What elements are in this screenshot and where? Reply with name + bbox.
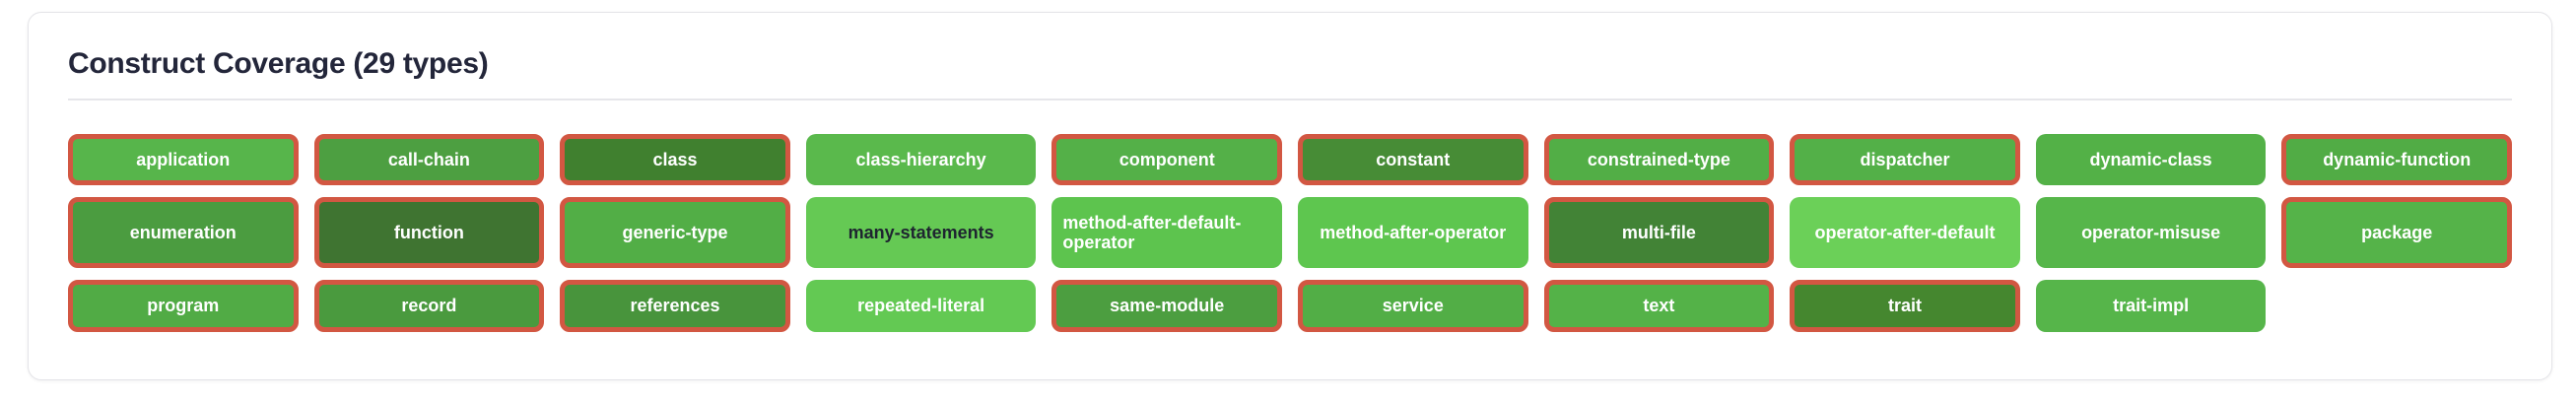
construct-chip-label: constrained-type (1587, 150, 1730, 169)
construct-chip-label: class-hierarchy (855, 150, 986, 169)
chip-operator-after-default: operator-after-default (1790, 197, 2020, 269)
chip-many-statements: many-statements (805, 197, 1037, 269)
chip-dynamic-class: dynamic-class (2035, 134, 2267, 186)
chip-references: references (560, 280, 790, 332)
construct-chip-label: text (1643, 296, 1675, 316)
construct-chip-label: class (652, 150, 698, 169)
construct-chip-label: many-statements (847, 223, 994, 243)
chip-function: function (313, 197, 545, 269)
construct-chip-label: repeated-literal (857, 296, 985, 316)
chip-service: service (1298, 280, 1528, 332)
chip-program: program (68, 280, 299, 332)
construct-chip-label: operator-after-default (1814, 223, 1996, 243)
construct-chip-label: application (136, 150, 231, 169)
construct-chip-label: multi-file (1621, 223, 1696, 243)
chip-call-chain: call-chain (313, 134, 545, 186)
construct-chip-label: operator-misuse (2081, 223, 2221, 243)
construct-chip-label: references (630, 296, 720, 316)
chip-package: package (2281, 197, 2512, 269)
chip-trait-impl: trait-impl (2035, 280, 2267, 332)
construct-chip-label: generic-type (622, 223, 728, 243)
chip-trait: trait (1790, 280, 2020, 332)
construct-coverage-card: Construct Coverage (29 types) applicatio… (28, 12, 2552, 380)
chip-application: application (68, 134, 299, 186)
construct-chip-label: function (393, 223, 464, 243)
chip-method-after-default-operator: method-after-default-operator (1051, 197, 1282, 269)
construct-chip-label: method-after-operator (1320, 223, 1507, 243)
divider (68, 99, 2512, 100)
construct-chip-label: program (147, 296, 220, 316)
chip-dispatcher: dispatcher (1790, 134, 2020, 186)
chip-constant: constant (1298, 134, 1528, 186)
construct-chip-label: enumeration (129, 223, 237, 243)
chip-generic-type: generic-type (560, 197, 790, 269)
construct-chip-label: dynamic-function (2323, 150, 2472, 169)
construct-chip-label: dynamic-class (2089, 150, 2212, 169)
chip-record: record (313, 280, 545, 332)
chip-class-hierarchy: class-hierarchy (805, 134, 1037, 186)
construct-chip-label: call-chain (387, 150, 470, 169)
construct-chip-label: component (1119, 150, 1215, 169)
chip-same-module: same-module (1051, 280, 1282, 332)
chip-component: component (1051, 134, 1282, 186)
construct-chip-label: dispatcher (1860, 150, 1950, 169)
chip-repeated-literal: repeated-literal (805, 280, 1037, 332)
chip-enumeration: enumeration (68, 197, 299, 269)
chip-constrained-type: constrained-type (1543, 134, 1775, 186)
construct-chip-label: service (1382, 296, 1444, 316)
chip-method-after-operator: method-after-operator (1298, 197, 1528, 269)
construct-chip-label: trait-impl (2113, 296, 2190, 316)
construct-chip-label: same-module (1110, 296, 1225, 316)
construct-chip-label: trait (1887, 296, 1922, 316)
construct-grid: application call-chain class class-hiera… (68, 134, 2512, 332)
chip-dynamic-function: dynamic-function (2281, 134, 2512, 186)
construct-chip-label: package (2361, 223, 2433, 243)
construct-chip-label: constant (1376, 150, 1451, 169)
chip-text: text (1543, 280, 1775, 332)
construct-chip-label: method-after-default-operator (1062, 213, 1242, 253)
chip-operator-misuse: operator-misuse (2035, 197, 2267, 269)
chip-class: class (560, 134, 790, 186)
page-title: Construct Coverage (29 types) (68, 47, 489, 80)
construct-chip-label: record (401, 296, 457, 316)
chip-multi-file: multi-file (1543, 197, 1775, 269)
